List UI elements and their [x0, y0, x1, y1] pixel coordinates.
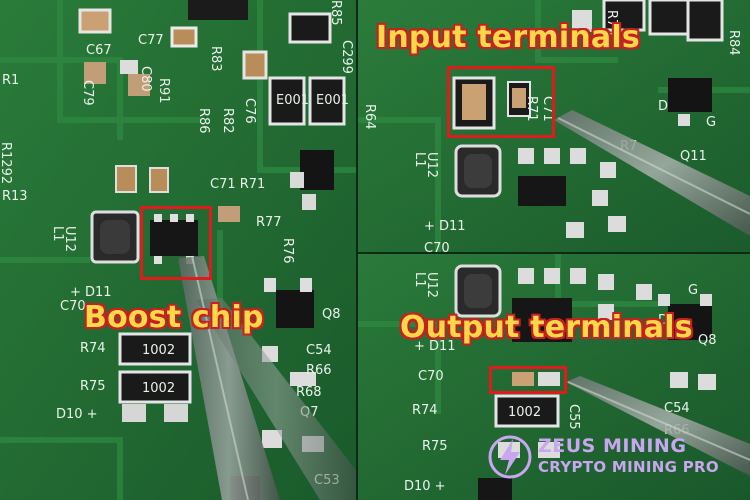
svg-text:R74: R74 — [80, 341, 106, 356]
svg-text:R1: R1 — [2, 73, 19, 88]
svg-text:R86: R86 — [196, 108, 211, 134]
boost-chip-highlight-box — [140, 206, 212, 280]
svg-text:C70: C70 — [424, 241, 450, 252]
svg-text:R75: R75 — [80, 379, 106, 394]
svg-text:R79: R79 — [604, 10, 619, 36]
svg-text:D10 +: D10 + — [404, 479, 446, 494]
zeus-mining-logo: ZEUS MINING CRYPTO MINING PRO — [486, 431, 748, 485]
svg-text:R68: R68 — [296, 385, 322, 400]
svg-text:C79: C79 — [80, 80, 95, 106]
svg-text:+ D11: + D11 — [70, 285, 112, 300]
svg-text:R85: R85 — [328, 0, 343, 26]
svg-text:Q8: Q8 — [322, 307, 341, 322]
panel-divider — [358, 252, 750, 254]
svg-text:Q11: Q11 — [680, 149, 707, 164]
svg-text:C71 R71: C71 R71 — [210, 177, 265, 192]
svg-text:C76: C76 — [242, 98, 257, 124]
svg-text:R82: R82 — [220, 108, 235, 134]
svg-text:R1292: R1292 — [0, 142, 13, 184]
svg-text:R64: R64 — [362, 104, 377, 130]
lightning-logo-icon — [488, 435, 532, 479]
svg-text:R91: R91 — [156, 78, 171, 104]
svg-text:Q8: Q8 — [698, 333, 717, 348]
boost-chip-callout: Boost chip — [84, 300, 264, 335]
pcb-photo-left: E001 E001 — [0, 0, 356, 500]
resistor-label: 1002 — [508, 405, 541, 420]
svg-text:C77: C77 — [138, 33, 164, 48]
svg-text:+ D11: + D11 — [414, 339, 456, 354]
resistor-label: 1002 — [142, 343, 175, 358]
svg-text:U12: U12 — [62, 226, 77, 252]
svg-text:G: G — [706, 115, 716, 130]
svg-text:L1: L1 — [412, 272, 427, 288]
svg-text:R83: R83 — [208, 46, 223, 72]
pcb-photo-top-right: R79 R84 R71 C71 R64 U12 L1 + D11 Q11 C70… — [358, 0, 750, 252]
svg-text:R74: R74 — [412, 403, 438, 418]
svg-text:C67: C67 — [86, 43, 112, 58]
logo-tagline: CRYPTO MINING PRO — [538, 458, 719, 476]
svg-text:D10 +: D10 + — [56, 407, 98, 422]
svg-text:G: G — [688, 283, 698, 298]
input-terminals-highlight-box — [447, 66, 555, 138]
svg-text:R76: R76 — [280, 238, 295, 264]
svg-text:D: D — [658, 313, 668, 328]
svg-text:C55: C55 — [566, 404, 581, 430]
svg-text:U12: U12 — [424, 152, 439, 178]
logo-name: ZEUS MINING — [538, 435, 687, 457]
svg-text:R13: R13 — [2, 189, 28, 204]
svg-text:R77: R77 — [256, 215, 282, 230]
pcb-photo-bottom-right: 1002 U12 L1 + D11 C70 R74 R75 D10 + Q8 C… — [358, 254, 750, 500]
svg-text:D: D — [658, 99, 668, 114]
svg-text:C71: C71 — [540, 96, 555, 122]
svg-text:R66: R66 — [306, 363, 332, 378]
pcb-bottom-right-illustration: 1002 U12 L1 + D11 C70 R74 R75 D10 + Q8 C… — [358, 254, 750, 500]
pcb-left-illustration: E001 E001 — [0, 0, 356, 500]
resistor-label: E001 — [316, 93, 349, 108]
svg-text:+ D11: + D11 — [424, 219, 466, 234]
svg-text:C70: C70 — [60, 299, 86, 314]
svg-text:L1: L1 — [412, 152, 427, 168]
svg-text:C80: C80 — [138, 66, 153, 92]
svg-text:R84: R84 — [726, 30, 741, 56]
resistor-label: E001 — [276, 93, 309, 108]
svg-text:R71: R71 — [524, 96, 539, 122]
output-terminals-highlight-box — [489, 366, 567, 394]
svg-text:C299: C299 — [339, 40, 354, 74]
svg-text:C54: C54 — [306, 343, 332, 358]
resistor-label: 1002 — [142, 381, 175, 396]
svg-text:C70: C70 — [418, 369, 444, 384]
panel-divider — [356, 0, 358, 500]
output-terminals-callout: Output terminals — [400, 310, 693, 345]
svg-text:L1: L1 — [50, 226, 65, 242]
svg-text:R75: R75 — [422, 439, 448, 454]
svg-text:U12: U12 — [424, 272, 439, 298]
input-terminals-callout: Input terminals — [376, 20, 640, 55]
